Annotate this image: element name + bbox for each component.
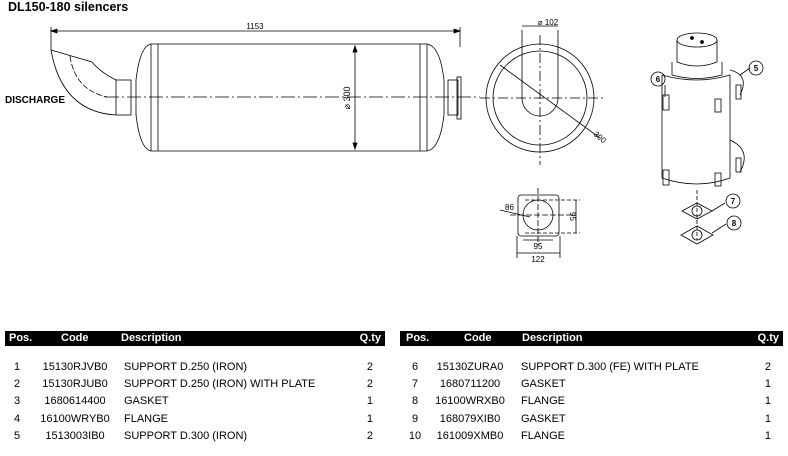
cell-qty: 2 (764, 361, 771, 373)
cell-code: 16100WRYB0 (40, 412, 110, 425)
side-view: 1153 ⌀ 300 DISCHARGE (5, 22, 480, 152)
cell-description: SUPPORT D.300 (FE) WITH PLATE (521, 361, 699, 373)
isometric-view (661, 32, 751, 245)
table-row: 9 168079XIB0 GASKET 1 (400, 411, 783, 428)
header-description: Description (121, 332, 182, 344)
end-view: ⌀ 102 300 (480, 18, 608, 165)
cell-code: 16100WRXB0 (435, 395, 505, 408)
cell-code: 1513003IB0 (45, 429, 105, 442)
flange-hole-dimension: 86 (505, 203, 514, 212)
table-row: 7 1680711200 GASKET 1 (400, 376, 783, 393)
header-description: Description (522, 332, 583, 344)
table-row: 10 161009XMB0 FLANGE 1 (400, 428, 783, 445)
cell-pos: 7 (411, 378, 419, 391)
header-code: Code (464, 332, 492, 344)
silencer-technical-drawing: 1153 ⌀ 300 DISCHARGE ⌀ 102 300 86 (5, 18, 764, 264)
table-row: 5 1513003IB0 SUPPORT D.300 (IRON) 2 (5, 428, 385, 445)
outlet-diameter-dimension: ⌀ 102 (538, 18, 559, 27)
cell-description: FLANGE (124, 412, 169, 425)
callout-6: 6 (656, 75, 661, 84)
cell-description: GASKET (521, 378, 566, 391)
cell-code: 15130RJUB0 (42, 378, 108, 391)
table-row: 2 15130RJUB0 SUPPORT D.250 (IRON) WITH PLA… (5, 376, 385, 393)
body-diameter-dimension: 300 (592, 130, 608, 146)
flange-hole-spacing-horizontal: 95 (534, 242, 543, 251)
cell-description: GASKET (521, 412, 566, 425)
cell-qty: 1 (366, 412, 373, 425)
table-row: 4 16100WRYB0 FLANGE 1 (5, 411, 385, 428)
header-pos: Pos. (9, 332, 33, 344)
cell-qty: 2 (366, 378, 373, 391)
cell-qty: 1 (764, 395, 771, 408)
cell-pos: 8 (411, 395, 419, 408)
page-title: DL150-180 silencers (8, 0, 129, 14)
table-row: 1 15130RJVB0 SUPPORT D.250 (IRON) 2 (5, 359, 385, 376)
callout-8: 8 (732, 219, 737, 228)
cell-code: 15130RJVB0 (42, 361, 108, 373)
cell-description: FLANGE (521, 429, 566, 442)
cell-qty: 2 (366, 429, 373, 442)
flange-width-dimension: 122 (531, 255, 545, 264)
table-row: 3 1680614400 GASKET 1 (5, 393, 385, 410)
cell-code: 168079XIB0 (439, 412, 501, 425)
diameter-dimension-side: ⌀ 300 (342, 87, 352, 110)
header-qty: Q.ty (757, 332, 779, 344)
length-dimension: 1153 (246, 22, 264, 31)
cell-qty: 1 (764, 412, 771, 425)
cell-pos: 10 (408, 429, 422, 442)
header-code: Code (61, 332, 89, 344)
cell-pos: 3 (13, 395, 21, 408)
callout-7: 7 (731, 197, 736, 206)
cell-pos: 5 (13, 429, 21, 442)
callouts: 5 6 7 8 (650, 60, 764, 231)
callout-5: 5 (754, 64, 759, 73)
cell-qty: 2 (366, 361, 373, 373)
cell-pos: 6 (411, 361, 419, 373)
parts-table-right: Pos. Code Description Q.ty 6 15130ZURA0 SU… (400, 331, 783, 445)
table-row: 8 16100WRXB0 FLANGE 1 (400, 393, 783, 410)
cell-description: GASKET (124, 395, 169, 408)
flange-view: 86 95 95 122 (499, 188, 580, 264)
cell-description: SUPPORT D.250 (IRON) WITH PLATE (124, 378, 316, 391)
cell-description: SUPPORT D.300 (IRON) (124, 429, 248, 442)
cell-pos: 2 (13, 378, 21, 391)
cell-code: 1680711200 (439, 378, 501, 391)
cell-pos: 4 (13, 412, 21, 425)
cell-code: 15130ZURA0 (436, 361, 504, 373)
cell-qty: 1 (764, 378, 771, 391)
cell-qty: 1 (366, 395, 373, 408)
cell-qty: 1 (764, 429, 771, 442)
cell-description: FLANGE (521, 395, 566, 408)
flange-hole-spacing-vertical: 95 (568, 212, 577, 221)
cell-pos: 9 (411, 412, 419, 425)
cell-code: 161009XMB0 (436, 429, 504, 442)
table-header: Pos. Code Description Q.ty (5, 331, 385, 346)
cell-code: 1680614400 (44, 395, 106, 408)
discharge-label: DISCHARGE (5, 95, 65, 106)
header-pos: Pos. (406, 332, 430, 344)
table-row: 6 15130ZURA0 SUPPORT D.300 (FE) WITH PLATE… (400, 359, 783, 376)
header-qty: Q.ty (359, 332, 381, 344)
table-header: Pos. Code Description Q.ty (400, 331, 783, 346)
cell-description: SUPPORT D.250 (IRON) (124, 361, 248, 373)
cell-pos: 1 (13, 361, 21, 373)
